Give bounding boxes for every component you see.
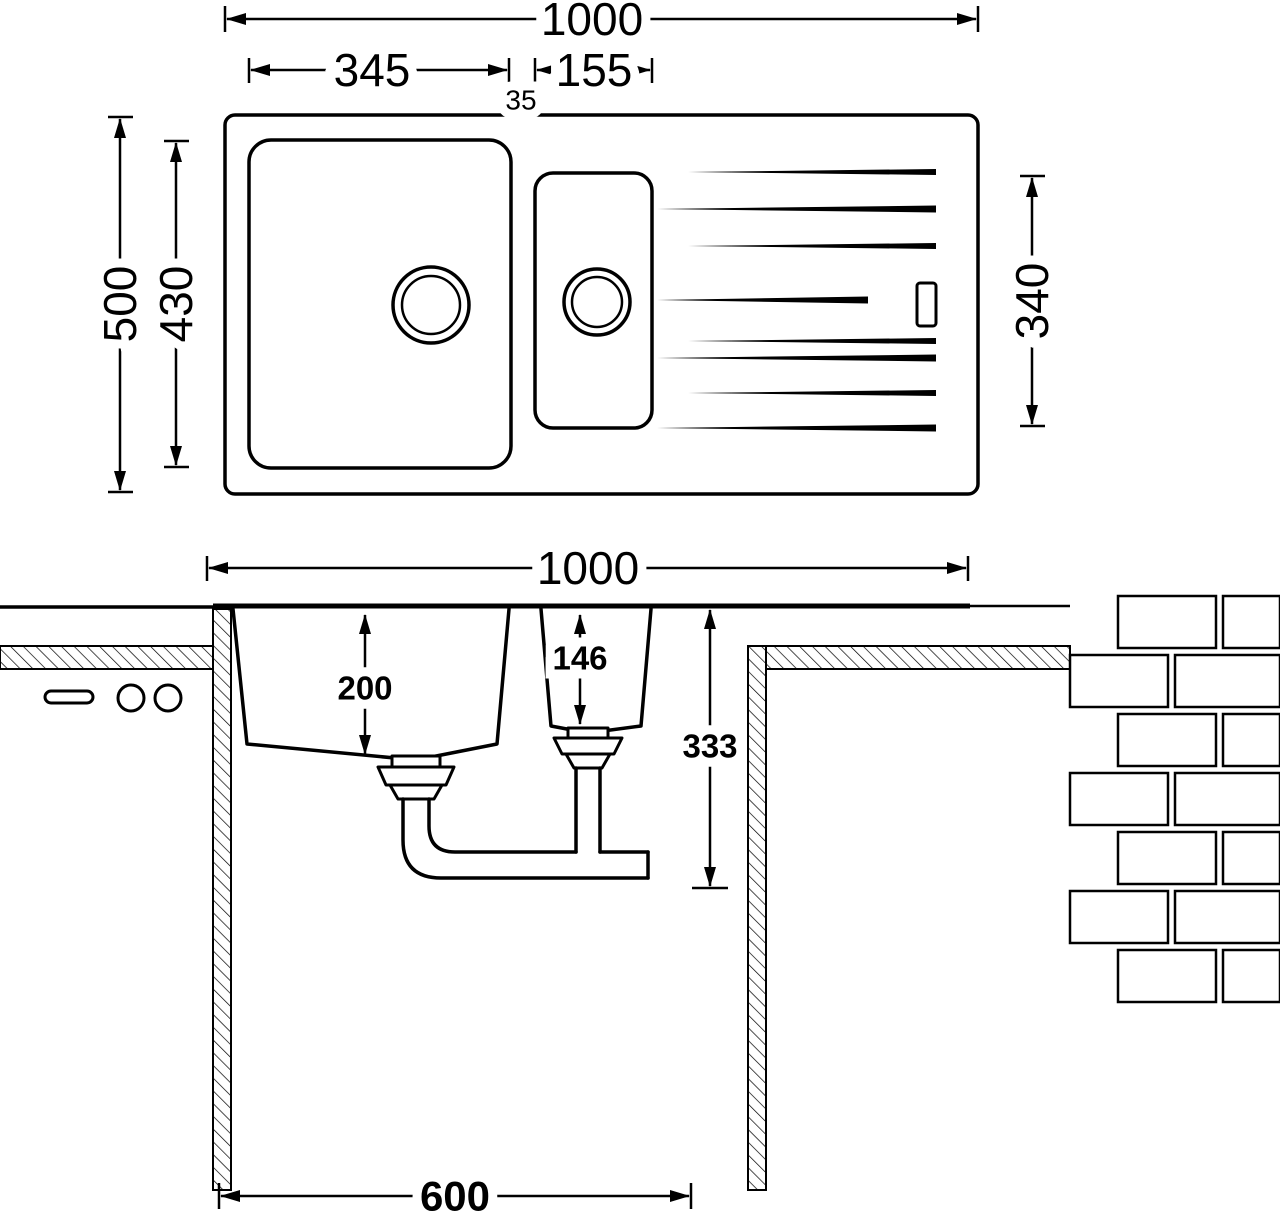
dim-main-bowl-length-label: 430	[150, 266, 202, 343]
main-drain-pipe-outer	[401, 797, 650, 880]
brick	[1173, 653, 1280, 709]
dim-total-depth-label: 500	[94, 266, 146, 343]
dim-main-bowl-depth-label: 200	[337, 670, 392, 707]
dim-cabinet-width: 600	[217, 1164, 693, 1221]
groove-line	[688, 243, 936, 249]
dim-main-bowl-width: 345	[247, 35, 511, 105]
dim-section-total-width-label: 1000	[537, 542, 639, 594]
main-drain-body	[376, 765, 456, 787]
brick	[1173, 889, 1280, 945]
small-drain-nut	[564, 752, 612, 770]
brick	[1173, 771, 1280, 827]
groove-line	[688, 338, 936, 344]
small-drain	[562, 267, 632, 337]
dim-total-depth: 500	[85, 115, 155, 494]
main-drain-flange	[390, 754, 442, 769]
dim-main-bowl-length: 430	[141, 139, 211, 469]
left-countertop-section	[0, 645, 214, 670]
brick	[1068, 653, 1170, 709]
brick	[1068, 771, 1170, 827]
small-drain-body	[552, 736, 624, 756]
brick	[1221, 948, 1280, 1004]
groove-line	[657, 205, 936, 213]
brick	[1116, 830, 1218, 886]
brick	[1221, 594, 1280, 650]
main-drain-pipe-inner	[427, 797, 578, 854]
small-drain-inner	[570, 275, 624, 329]
dim-small-bowl-depth: 146	[543, 614, 617, 725]
brick	[1221, 830, 1280, 886]
dishwasher-unit	[0, 605, 215, 713]
brick	[1116, 712, 1218, 768]
brick	[1068, 889, 1170, 945]
dim-drainer-length: 340	[997, 174, 1067, 428]
groove-line	[657, 296, 868, 304]
small-drain-outer	[562, 267, 632, 337]
brick	[1116, 948, 1218, 1004]
main-drain-inner	[400, 274, 462, 336]
brick-wall	[1068, 594, 1280, 1004]
dim-outlet-depth: 333	[673, 609, 747, 890]
brick	[1116, 594, 1218, 650]
dishwasher-knob	[116, 683, 146, 713]
right-countertop-section	[765, 645, 1071, 670]
right-cabinet-wall	[747, 645, 767, 1191]
main-drain-outer	[391, 265, 471, 345]
dim-main-bowl-width-label: 345	[334, 44, 411, 96]
dim-section-total-width: 1000	[205, 533, 970, 603]
brick	[1221, 712, 1280, 768]
overflow-slot	[915, 281, 938, 328]
left-cabinet-wall	[212, 608, 232, 1191]
dishwasher-handle	[43, 689, 95, 705]
groove-line	[657, 424, 936, 432]
section-view: 1000	[0, 533, 1280, 1221]
dishwasher-knob	[153, 683, 183, 713]
top-view: 1000 345 155 35 500	[85, 0, 1067, 496]
dim-cabinet-width-label: 600	[420, 1173, 490, 1220]
small-drain-assembly	[552, 726, 624, 854]
groove-line	[688, 169, 936, 175]
groove-line	[688, 390, 936, 396]
dim-main-bowl-depth: 200	[328, 614, 402, 755]
dim-top-total-width-label: 1000	[541, 0, 643, 45]
dim-outlet-depth-label: 333	[682, 728, 737, 765]
drainer-grooves	[657, 169, 936, 432]
dim-top-total-width: 1000	[223, 0, 980, 54]
main-bowl	[247, 138, 513, 470]
dim-bowl-gap-label: 35	[505, 85, 536, 116]
dim-small-bowl-width: 155	[533, 35, 654, 105]
main-drain	[391, 265, 471, 345]
main-drain-assembly	[376, 754, 650, 880]
dim-drainer-length-label: 340	[1006, 263, 1058, 340]
dim-small-bowl-width-label: 155	[556, 44, 633, 96]
main-drain-nut	[388, 783, 444, 801]
dim-small-bowl-depth-label: 146	[552, 640, 607, 677]
groove-line	[657, 354, 936, 362]
